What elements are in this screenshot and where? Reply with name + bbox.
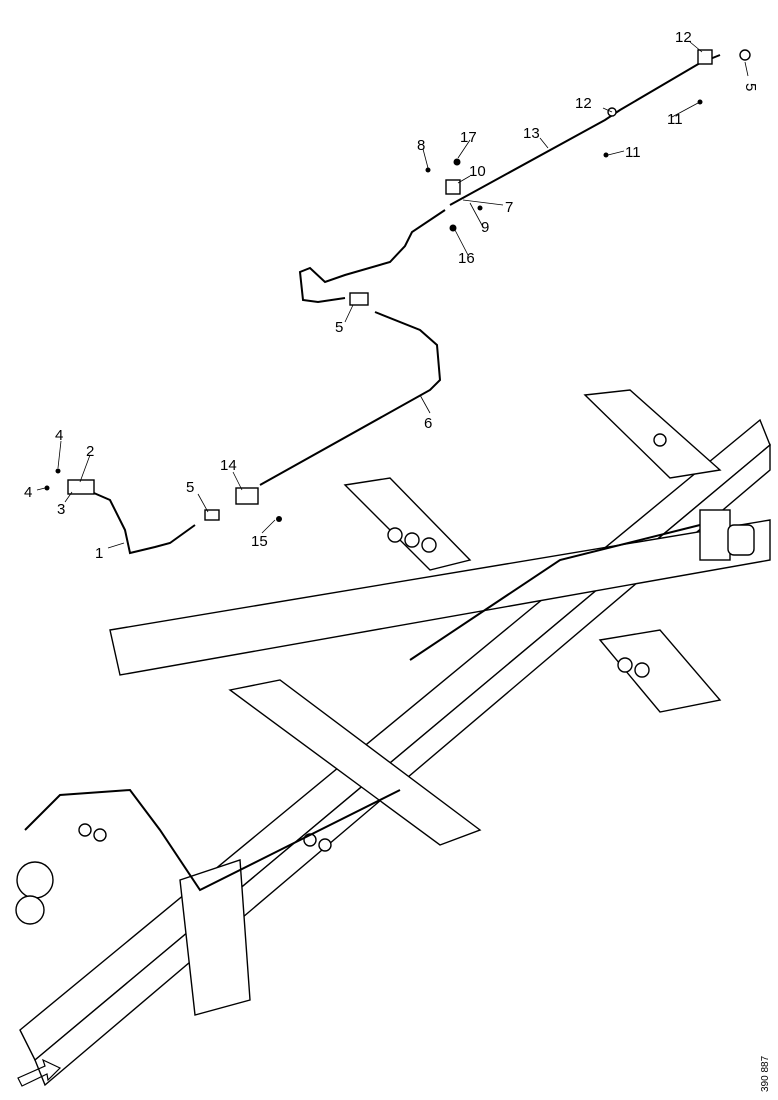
callout-11-upper: 11 [667,111,683,128]
right-side-rail [109,519,771,676]
callout-5-lower: 5 [186,479,194,496]
front-actuator-housing [15,895,45,925]
callout-14: 14 [220,457,237,474]
screw-8 [425,167,431,173]
callout-17: 17 [460,129,477,146]
frame-hole [93,828,107,842]
callout-labels: 1 2 3 4 4 5 5 5 6 7 8 9 10 11 11 12 12 1… [24,29,759,562]
callout-10: 10 [469,163,486,180]
bolt-4-b [44,485,50,491]
frame-hole [653,433,667,447]
bolt-4-a [55,468,61,474]
callout-3: 3 [57,501,65,518]
frame-hole [78,823,92,837]
coupling-5-mid [349,292,369,306]
valve-unit [699,509,731,561]
frame-hole [404,532,420,548]
callout-16: 16 [458,250,475,267]
chassis-frame [15,389,771,1087]
frame-hole [617,657,633,673]
pipe-6 [259,311,442,486]
clamp-10 [445,179,461,195]
bolt-17 [453,158,461,166]
pipe-1 [79,486,196,555]
callout-9: 9 [481,219,489,236]
frame-hole [318,838,332,852]
bolt-11-b [697,99,703,105]
callout-4-top: 4 [55,427,63,444]
front-actuator [16,861,54,899]
callout-13: 13 [523,125,540,142]
callout-6: 6 [424,415,432,432]
callout-1: 1 [95,545,103,562]
nut-5 [739,49,751,61]
figure-reference: 390 887 [760,1055,771,1092]
middle-cross-member [343,477,472,571]
pipe-13 [449,54,721,206]
callout-11-lower: 11 [625,144,641,161]
frame-hole [634,662,650,678]
nut-16 [449,224,457,232]
front-bracket-plate [179,859,251,1016]
frame-hole [421,537,437,553]
forward-direction-arrow [17,1058,62,1087]
cross-member-box [598,629,722,713]
callout-7: 7 [505,199,513,216]
front-pipe-run [24,788,401,892]
fitting-2 [67,479,95,495]
leader-lines [36,41,749,549]
rear-cross-member [583,389,722,479]
rear-pipe-run [409,524,701,661]
bolt-11-a [603,152,609,158]
coupling-5 [204,509,220,521]
callout-12-mid: 12 [575,95,592,112]
callout-15: 15 [251,533,268,550]
callout-12-top: 12 [675,29,692,46]
callout-8: 8 [417,137,425,154]
clip-12 [697,49,713,65]
air-chamber [727,524,755,556]
callout-4-left: 4 [24,484,32,501]
callout-2: 2 [86,443,94,460]
pipe-loop [298,209,446,304]
nut-15 [276,516,282,522]
union-14 [235,487,259,505]
pipe-assembly [44,49,751,555]
frame-hole [387,527,403,543]
front-cross-member [228,679,482,846]
callout-5-mid: 5 [335,319,343,336]
callout-5-top: 5 [742,83,759,91]
washer-9 [477,205,483,211]
